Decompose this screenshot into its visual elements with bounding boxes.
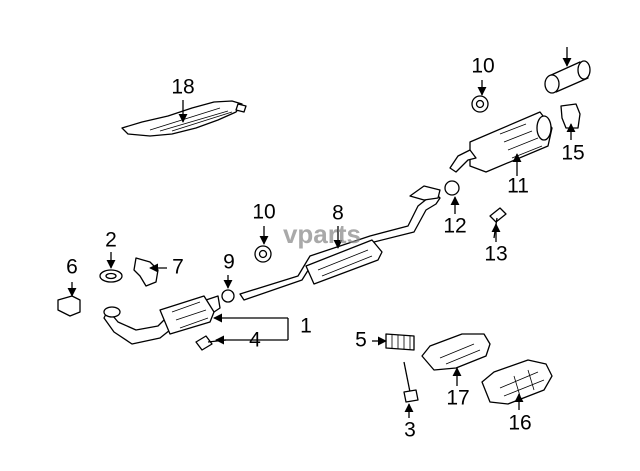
callout-5: 5 [355,329,367,352]
part-2-washer[interactable] [99,269,123,283]
part-16-heat-shield[interactable] [421,333,491,371]
callout-10-upper: 10 [471,55,494,78]
part-12-gasket[interactable] [444,180,460,196]
part-14-hanger[interactable] [560,103,581,129]
part-4-bolt[interactable] [195,335,227,351]
part-3-stud-bolt[interactable] [403,361,419,403]
callout-4: 4 [249,329,261,352]
part-11-muffler[interactable] [449,111,553,173]
callout-10-lower: 10 [252,201,275,224]
callout-9: 9 [223,251,235,274]
callout-7: 7 [172,256,184,279]
part-10-lower-ring[interactable] [254,245,272,263]
callout-2: 2 [105,229,117,252]
callout-16: 17 [446,387,469,410]
callout-1: 1 [300,315,312,338]
callout-11: 11 [507,175,529,198]
callout-15: 16 [508,412,531,435]
callout-8: 8 [332,202,344,225]
part-5-spring[interactable] [385,333,415,351]
part-6-clip[interactable] [57,295,81,317]
part-9-gasket[interactable] [221,289,235,303]
part-13-bolt[interactable] [489,207,507,239]
callout-12: 12 [443,215,466,238]
leader-lines [67,47,576,418]
callout-3: 3 [404,419,416,442]
part-17-heat-shield[interactable] [121,100,247,137]
watermark-text: vparts [283,219,361,249]
part-7-bracket[interactable] [133,257,159,287]
callout-14: 15 [561,142,584,165]
part-1-front-pipe-converter[interactable] [103,295,221,345]
part-10-upper-ring[interactable] [471,95,489,113]
callout-13: 13 [484,243,507,266]
part-15-heat-shield[interactable] [481,359,553,405]
callout-6: 6 [66,256,78,279]
callout-17: 18 [171,76,194,99]
